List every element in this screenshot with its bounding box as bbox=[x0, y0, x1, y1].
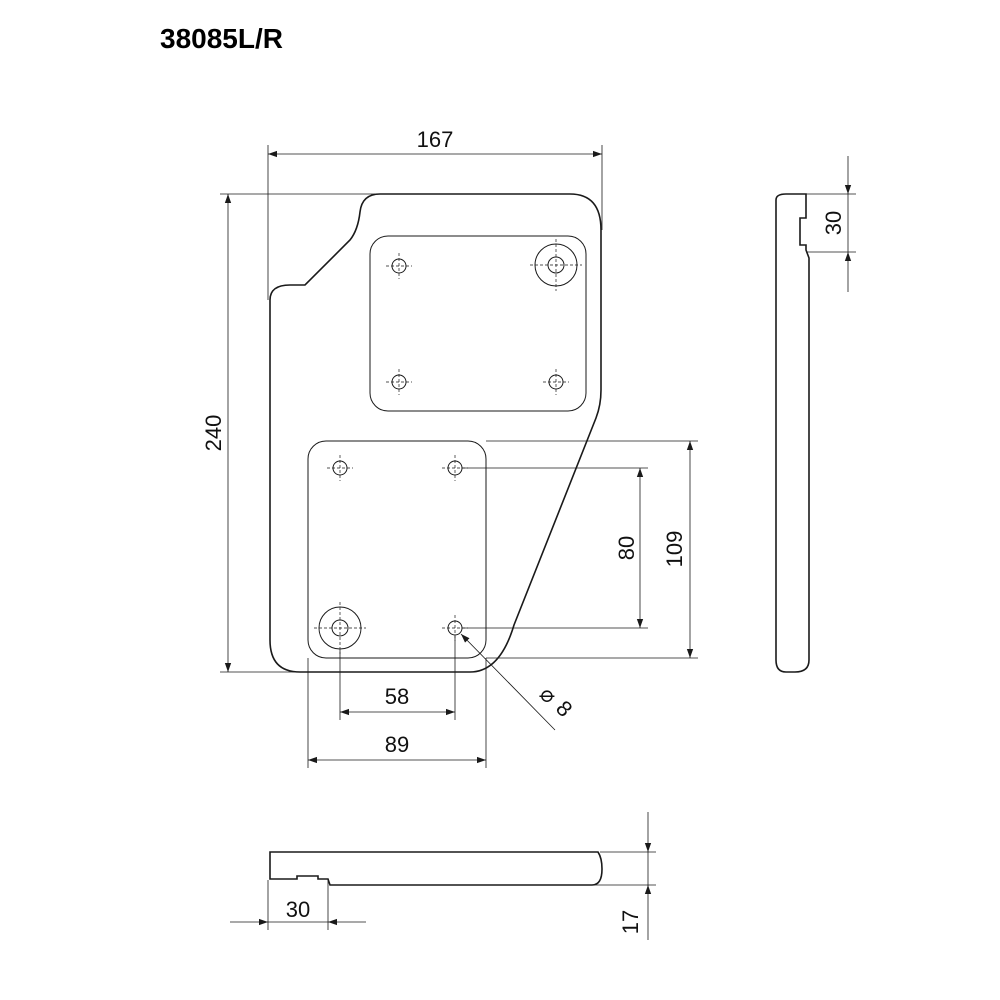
dim-plate-width: 89 bbox=[307, 658, 487, 768]
upper-mount-plate bbox=[369, 235, 587, 412]
dim-plate-height-label: 109 bbox=[662, 531, 687, 568]
side-view-outline bbox=[775, 193, 810, 673]
dim-hole-spacing-horizontal: 58 bbox=[339, 636, 456, 720]
drawing-title: 38085L/R bbox=[160, 23, 283, 54]
dim-hole-spacing-vertical: 80 bbox=[462, 467, 648, 629]
dim-bottom-step-width-label: 30 bbox=[286, 897, 310, 922]
dim-thickness-label: 17 bbox=[618, 910, 643, 934]
dim-overall-width-label: 167 bbox=[417, 127, 454, 152]
dim-overall-width: 167 bbox=[267, 127, 603, 300]
dim-side-step-height-label: 30 bbox=[821, 211, 846, 235]
dim-hole-spacing-horizontal-label: 58 bbox=[385, 684, 409, 709]
dim-side-step-height: 30 bbox=[806, 156, 856, 292]
side-view: 30 bbox=[775, 156, 856, 673]
dim-hole-diameter: ⌀ 8 bbox=[460, 633, 577, 731]
dim-thickness: 17 bbox=[592, 812, 656, 940]
base-plate-outline bbox=[269, 193, 602, 673]
dim-hole-spacing-vertical-label: 80 bbox=[614, 536, 639, 560]
front-view: 167 240 80 109 58 bbox=[201, 127, 698, 768]
dim-plate-width-label: 89 bbox=[385, 732, 409, 757]
hole bbox=[386, 253, 412, 279]
hole bbox=[543, 369, 569, 395]
upper-holes bbox=[386, 239, 582, 395]
hole bbox=[386, 369, 412, 395]
dim-plate-height: 109 bbox=[486, 440, 698, 659]
dim-overall-height-label: 240 bbox=[201, 415, 226, 452]
diameter-symbol: ⌀ bbox=[535, 681, 562, 708]
hole bbox=[327, 455, 353, 481]
bottom-view-outline bbox=[269, 851, 603, 886]
dim-hole-diameter-label: 8 bbox=[551, 696, 577, 722]
dim-overall-height: 240 bbox=[201, 193, 375, 673]
bottom-view: 30 17 bbox=[230, 812, 656, 940]
hole-large bbox=[530, 239, 582, 291]
hole-large bbox=[314, 602, 366, 654]
lower-holes bbox=[314, 455, 468, 654]
lower-mount-plate bbox=[307, 440, 487, 659]
dim-bottom-step-width: 30 bbox=[230, 880, 366, 930]
